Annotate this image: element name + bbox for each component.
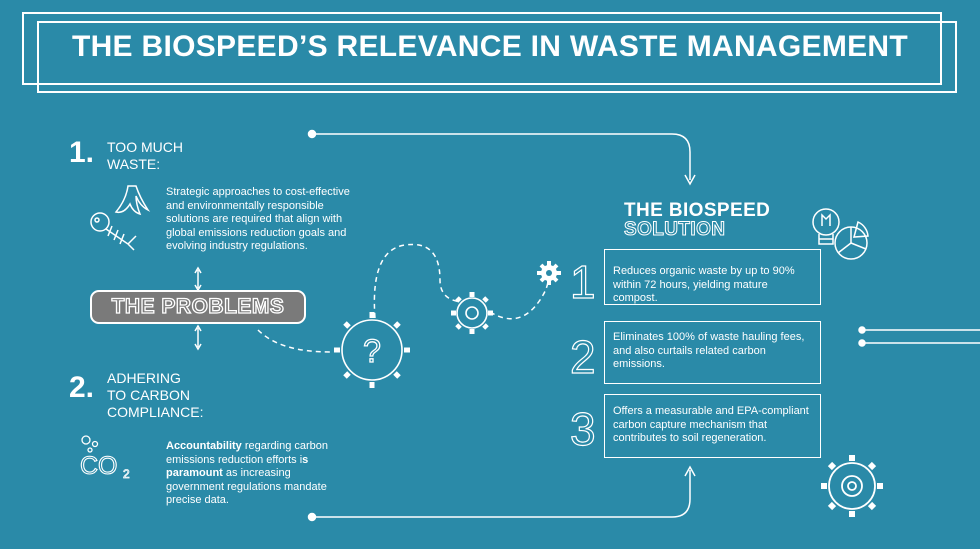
problem2-bold-paramount: paramount bbox=[166, 467, 223, 479]
problem2-text2: as increasing government regulations man… bbox=[166, 467, 327, 506]
question-mark: ? bbox=[363, 333, 381, 369]
problem2-heading-line1: ADHERING bbox=[107, 370, 181, 386]
problem2-bold-accountability: Accountability bbox=[166, 440, 242, 452]
problem1-heading-line2: WASTE: bbox=[107, 156, 161, 172]
solution-item-3-number: 3 bbox=[569, 402, 596, 455]
problem2-heading-line2: TO CARBON bbox=[107, 387, 190, 403]
problem2-description: Accountability regarding carbon emission… bbox=[166, 440, 348, 508]
problem2-number: 2. bbox=[69, 371, 95, 404]
solution-title-line2: SOLUTION bbox=[623, 219, 726, 241]
problem1-number: 1. bbox=[69, 136, 95, 169]
title-frame-outer bbox=[37, 21, 957, 93]
solution-item-1-number: 1 bbox=[569, 255, 596, 308]
solution-item-3: Offers a measurable and EPA-compliant ca… bbox=[604, 394, 821, 458]
gear-icon-small bbox=[537, 261, 561, 285]
pie-chart-icon bbox=[834, 220, 869, 260]
solution-item-2-number: 2 bbox=[569, 330, 596, 383]
problem1-heading: TOO MUCH WASTE: bbox=[107, 139, 183, 173]
problem2-heading-line3: COMPLIANCE: bbox=[107, 404, 204, 420]
co2-icon: CO bbox=[80, 452, 118, 480]
question-gear-icon bbox=[334, 312, 410, 388]
problem1-heading-line1: TOO MUCH bbox=[107, 139, 183, 155]
co2-bubbles-icon bbox=[81, 435, 99, 453]
title-frame-inner bbox=[22, 12, 942, 85]
problem2-text1: regarding carbon emissions reduction eff… bbox=[166, 440, 329, 466]
co2-subscript: 2 bbox=[123, 467, 130, 481]
banana-peel-icon bbox=[114, 185, 151, 216]
fish-bone-icon bbox=[90, 212, 137, 251]
lightbulb-icon bbox=[812, 208, 840, 245]
problem2-heading: ADHERING TO CARBON COMPLIANCE: bbox=[107, 370, 203, 421]
page-title: THE BIOSPEED’S RELEVANCE IN WASTE MANAGE… bbox=[71, 30, 909, 63]
solution-item-1: Reduces organic waste by up to 90% withi… bbox=[604, 249, 821, 305]
problems-label: THE PROBLEMS bbox=[90, 290, 306, 324]
solution-item-2: Eliminates 100% of waste hauling fees, a… bbox=[604, 321, 821, 384]
solution-title-line1: THE BIOSPEED bbox=[624, 200, 771, 221]
problem2-text1b: s bbox=[302, 453, 309, 466]
problem1-description: Strategic approaches to cost-effective a… bbox=[166, 186, 350, 252]
gear-icon-large bbox=[821, 455, 883, 517]
gear-icon-middle bbox=[451, 292, 493, 334]
